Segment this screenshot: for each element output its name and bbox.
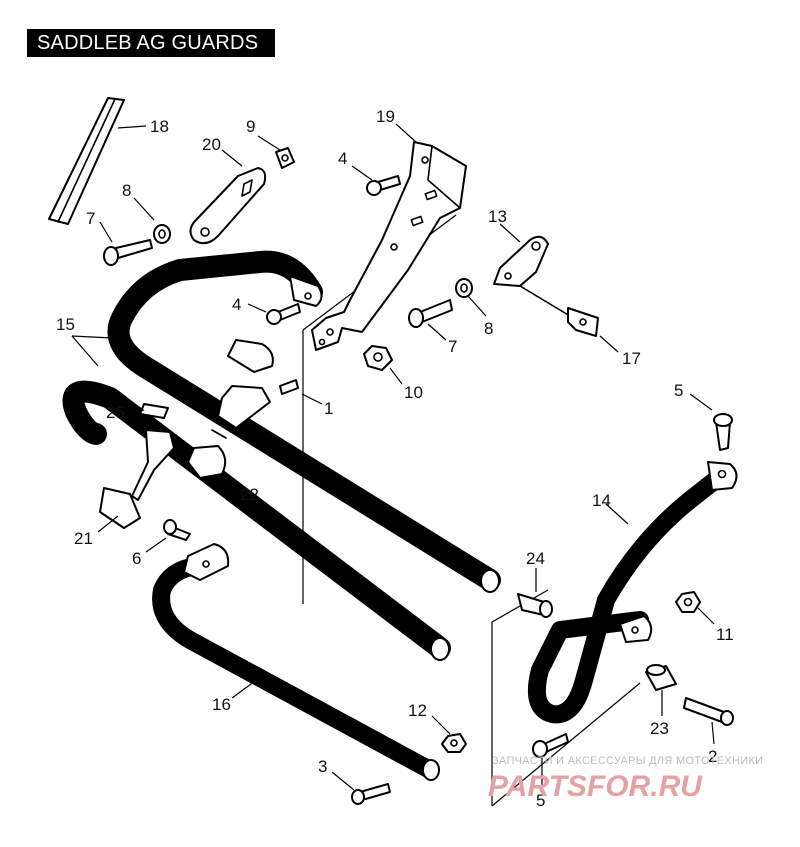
callout-5-upper: 5 [674,381,683,400]
part-17-clip-nut [567,307,599,337]
part-23-spacer [645,664,677,691]
part-16-lower-guard [152,543,440,781]
callout-18: 18 [150,117,169,136]
callout-8-left: 8 [122,181,131,200]
watermark-caption: ЗАПЧАСТИ И АКСЕССУАРЫ ДЛЯ МОТОТЕХНИКИ [492,755,763,767]
part-21-support-leg [99,429,175,529]
part-15-guard-rail [62,250,501,661]
part-22-clamp [187,385,271,479]
part-13-bracket [493,235,571,317]
callout-3: 3 [318,757,327,776]
callout-21: 21 [74,529,93,548]
diagram-title: SADDLEB AG GUARDS [27,29,275,57]
callout-8-right: 8 [484,319,493,338]
callout-1: 1 [324,399,333,418]
callout-25: 25 [106,403,125,422]
callout-7-right: 7 [448,337,457,356]
part-14-rear-guard [528,461,738,724]
callout-4-lower: 4 [232,295,241,314]
part-20-bracket [189,167,267,245]
callout-23: 23 [650,719,669,738]
callout-12: 12 [408,701,427,720]
callout-labels: 18 9 20 19 4 8 7 13 4 15 8 7 17 10 1 25 … [56,107,734,810]
callout-9: 9 [246,117,255,136]
part-24-spacer [517,593,553,618]
callout-11: 11 [716,625,734,644]
leader-lines [71,123,715,791]
callout-19: 19 [376,107,395,126]
callout-7-left: 7 [86,209,95,228]
callout-6: 6 [132,549,141,568]
callout-17: 17 [622,349,641,368]
callout-22: 22 [240,485,259,504]
fastener-bolts [103,175,734,805]
part-9-clip-nut [275,147,295,169]
callout-14: 14 [592,491,611,510]
part-18-trim-strip [48,97,125,225]
watermark: ЗАПЧАСТИ И АКСЕССУАРЫ ДЛЯ МОТОТЕХНИКИ PA… [488,755,763,803]
callout-20: 20 [202,135,221,154]
part-19-mount-plate [311,141,467,351]
callout-24: 24 [526,549,545,568]
callout-5-lower: 5 [536,791,545,810]
watermark-brand: PARTSFOR.RU [488,770,703,803]
callout-2: 2 [708,747,717,766]
callout-13: 13 [488,207,507,226]
callout-10: 10 [404,383,423,402]
callout-15: 15 [56,315,75,334]
callout-4-upper: 4 [338,149,347,168]
callout-16: 16 [212,695,231,714]
